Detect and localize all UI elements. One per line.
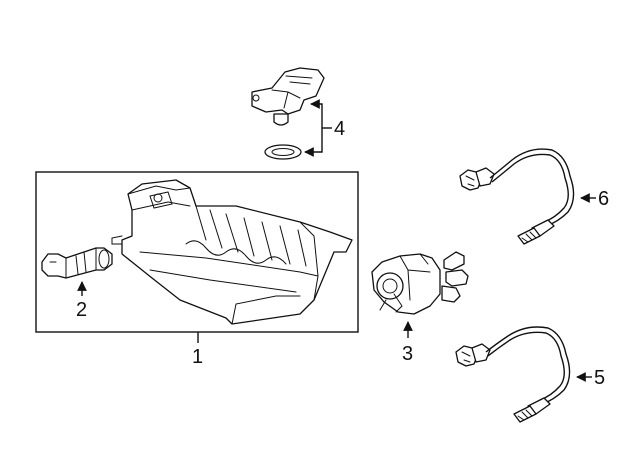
part-2-valve[interactable]	[41, 247, 113, 279]
callout-2: 2	[76, 299, 87, 321]
part-4-o-ring[interactable]	[264, 144, 302, 160]
callout-1: 1	[192, 346, 203, 368]
callout-4: 4	[334, 118, 345, 140]
part-3-purge-valve[interactable]	[371, 251, 469, 315]
part-6-oxygen-sensor[interactable]	[459, 148, 575, 245]
part-5-oxygen-sensor[interactable]	[455, 326, 571, 423]
part-1-canister[interactable]	[111, 179, 353, 325]
callout-3: 3	[402, 343, 413, 365]
part-4-sensor[interactable]	[251, 67, 325, 126]
part-1-group-box	[35, 171, 359, 333]
callout-6: 6	[598, 188, 609, 210]
callout-5: 5	[594, 367, 605, 389]
callout-4-leader	[304, 99, 332, 157]
